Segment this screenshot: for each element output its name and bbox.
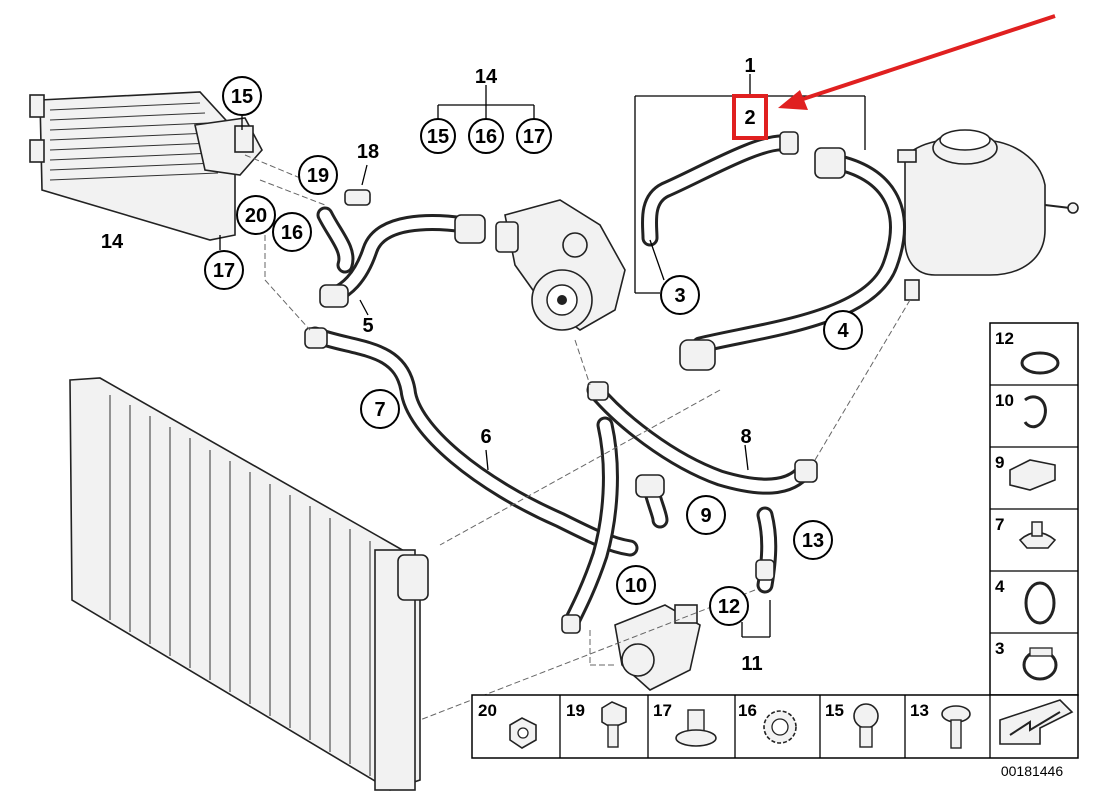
- svg-text:4: 4: [995, 577, 1005, 596]
- leader-lines: [219, 74, 866, 638]
- red-arrow: [778, 14, 1056, 110]
- callout-6: 6: [480, 426, 491, 448]
- svg-text:3: 3: [674, 285, 685, 307]
- clamps: [304, 131, 846, 634]
- callout-16-left: 16: [272, 212, 312, 252]
- svg-text:11: 11: [741, 653, 762, 675]
- svg-text:9: 9: [995, 453, 1004, 472]
- legend-item-4: 4: [995, 577, 1056, 625]
- callout-14-left: 14: [101, 231, 124, 253]
- svg-text:2: 2: [744, 107, 755, 129]
- legend-item-3: 3: [995, 639, 1058, 681]
- callout-4: 4: [823, 310, 863, 350]
- legend-item-20: 20: [478, 701, 537, 749]
- callout-11: 11: [741, 653, 762, 675]
- legend-item-7: 7: [995, 515, 1057, 549]
- legend-item-19: 19: [566, 701, 627, 748]
- hoses: [306, 134, 906, 634]
- svg-text:00181446: 00181446: [1001, 763, 1064, 779]
- svg-text:18: 18: [357, 141, 379, 163]
- callout-13: 13: [793, 520, 833, 560]
- document-id: 00181446: [1001, 763, 1064, 779]
- svg-text:6: 6: [480, 426, 491, 448]
- callout-16-top: 16: [468, 118, 504, 154]
- svg-text:15: 15: [231, 86, 253, 108]
- callout-15-top: 15: [420, 118, 456, 154]
- legend-item-12: 12: [995, 329, 1060, 375]
- legend-item-13: 13: [910, 701, 971, 749]
- svg-text:5: 5: [362, 315, 373, 337]
- svg-text:16: 16: [281, 222, 303, 244]
- svg-text:15: 15: [427, 126, 449, 148]
- expansion-tank-drawing: [897, 129, 1079, 301]
- svg-text:7: 7: [374, 399, 385, 421]
- svg-text:15: 15: [825, 701, 844, 720]
- svg-text:16: 16: [475, 126, 497, 148]
- legend-right-column: 12 10 9 7 4 3: [989, 322, 1079, 696]
- callout-8: 8: [740, 426, 751, 448]
- svg-text:14: 14: [475, 66, 498, 88]
- svg-text:9: 9: [700, 505, 711, 527]
- svg-text:10: 10: [995, 391, 1014, 410]
- legend-bottom-row: 20 19 17 16 15 13: [471, 694, 1079, 759]
- svg-text:20: 20: [478, 701, 497, 720]
- svg-text:14: 14: [101, 231, 124, 253]
- svg-text:4: 4: [837, 320, 849, 342]
- callout-10: 10: [616, 565, 656, 605]
- svg-text:20: 20: [245, 205, 267, 227]
- legend-item-15: 15: [825, 701, 879, 748]
- callout-7: 7: [360, 389, 400, 429]
- legend-item-16: 16: [738, 701, 797, 744]
- svg-text:17: 17: [523, 126, 545, 148]
- callout-9: 9: [686, 495, 726, 535]
- callout-17-left: 17: [204, 250, 244, 290]
- callout-3: 3: [660, 275, 700, 315]
- svg-text:1: 1: [744, 55, 755, 77]
- svg-text:12: 12: [995, 329, 1014, 348]
- callout-14-top: 14: [475, 66, 498, 88]
- svg-text:16: 16: [738, 701, 757, 720]
- callout-1: 1: [744, 55, 755, 77]
- legend-item-10: 10: [995, 391, 1047, 429]
- callout-19: 19: [298, 155, 338, 195]
- arrow-panel-icon: [999, 699, 1074, 745]
- svg-text:19: 19: [307, 165, 329, 187]
- callout-18: 18: [357, 141, 379, 163]
- svg-text:17: 17: [653, 701, 672, 720]
- radiator-drawing: [69, 377, 429, 791]
- callout-20: 20: [236, 195, 276, 235]
- callout-12: 12: [709, 586, 749, 626]
- callout-15-left: 15: [222, 76, 262, 116]
- svg-text:17: 17: [213, 260, 235, 282]
- legend-item-17: 17: [653, 701, 717, 747]
- svg-text:3: 3: [995, 639, 1004, 658]
- legend-item-9: 9: [995, 453, 1056, 491]
- svg-text:13: 13: [910, 701, 929, 720]
- callout-2-highlighted: 2: [732, 94, 768, 140]
- svg-text:10: 10: [625, 575, 647, 597]
- auxiliary-pump-drawing: [614, 604, 701, 691]
- svg-text:12: 12: [718, 596, 740, 618]
- water-pump-drawing: [495, 199, 626, 331]
- callout-5: 5: [362, 315, 373, 337]
- svg-text:8: 8: [740, 426, 751, 448]
- oil-cooler-drawing: [29, 91, 263, 241]
- svg-text:7: 7: [995, 515, 1004, 534]
- callout-17-top: 17: [516, 118, 552, 154]
- svg-text:13: 13: [802, 530, 824, 552]
- svg-text:19: 19: [566, 701, 585, 720]
